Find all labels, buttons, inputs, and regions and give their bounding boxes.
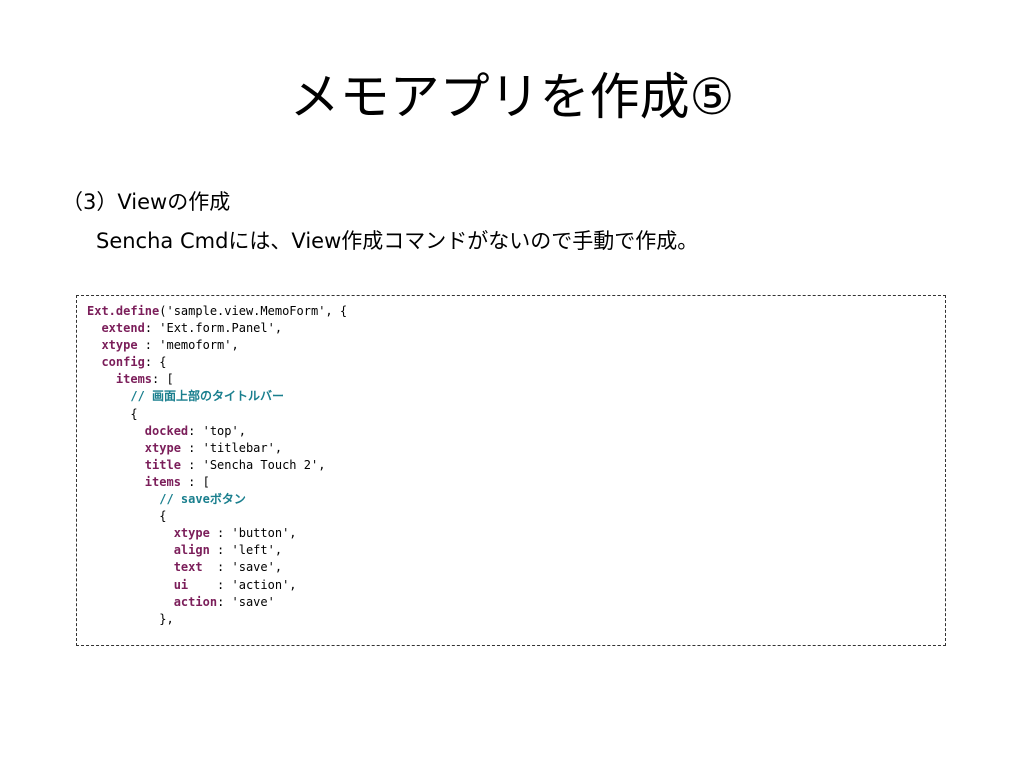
code-comment: // 画面上部のタイトルバー: [130, 389, 285, 404]
code-indent: [87, 509, 159, 523]
code-indent: [87, 407, 130, 421]
code-keyword: action: [173, 594, 218, 609]
code-keyword: items: [144, 474, 181, 489]
code-indent: [87, 372, 116, 386]
code-indent: [87, 338, 101, 352]
code-keyword: xtype: [144, 440, 181, 455]
code-line: xtype : 'button',: [87, 525, 347, 542]
code-line: config: {: [87, 354, 347, 371]
code-keyword: title: [144, 457, 181, 472]
code-line: extend: 'Ext.form.Panel',: [87, 320, 347, 337]
code-line: xtype : 'memoform',: [87, 337, 347, 354]
code-text: },: [159, 611, 174, 626]
code-text: {: [159, 509, 167, 524]
code-indent: [87, 441, 145, 455]
code-text: : 'top',: [188, 423, 246, 438]
code-text: : {: [144, 355, 167, 370]
code-text: : 'Sencha Touch 2',: [180, 457, 326, 472]
code-indent: [87, 595, 174, 609]
code-line: items : [: [87, 474, 347, 491]
code-indent: [87, 475, 145, 489]
code-text: : 'action',: [188, 577, 297, 592]
code-text: : [: [180, 474, 210, 489]
code-keyword: text: [173, 560, 203, 575]
code-text: : 'Ext.form.Panel',: [144, 321, 283, 336]
code-line: align : 'left',: [87, 542, 347, 559]
code-text: : 'save',: [202, 560, 283, 575]
code-listing: Ext.define('sample.view.MemoForm', { ext…: [87, 303, 347, 628]
code-keyword: docked: [144, 423, 189, 438]
code-line: docked: 'top',: [87, 423, 347, 440]
code-comment: // saveボタン: [159, 492, 246, 507]
code-text: : 'titlebar',: [180, 440, 283, 455]
code-keyword: items: [115, 372, 153, 387]
code-text: : [: [152, 372, 174, 387]
code-line: title : 'Sencha Touch 2',: [87, 457, 347, 474]
code-keyword: config: [101, 355, 145, 370]
code-keyword: align: [173, 543, 210, 558]
code-line: },: [87, 611, 347, 628]
code-line: // saveボタン: [87, 491, 347, 508]
code-line: items: [: [87, 371, 347, 388]
code-indent: [87, 321, 101, 335]
section-heading: （3）Viewの作成: [62, 190, 231, 214]
code-indent: [87, 424, 145, 438]
code-text: ('sample.view.MemoForm', {: [159, 304, 348, 318]
code-line: xtype : 'titlebar',: [87, 440, 347, 457]
code-text: : 'memoform',: [137, 338, 239, 353]
code-block: Ext.define('sample.view.MemoForm', { ext…: [76, 295, 946, 646]
code-text: {: [130, 406, 138, 421]
code-indent: [87, 612, 159, 626]
code-line: text : 'save',: [87, 559, 347, 576]
code-indent: [87, 578, 174, 592]
code-line: // 画面上部のタイトルバー: [87, 388, 347, 405]
code-line: ui : 'action',: [87, 577, 347, 594]
code-indent: [87, 526, 174, 540]
code-text: : 'save': [217, 594, 275, 609]
code-indent: [87, 560, 174, 574]
code-indent: [87, 458, 145, 472]
code-indent: [87, 492, 159, 506]
section-description: Sencha Cmdには、View作成コマンドがないので手動で作成。: [96, 229, 699, 253]
code-line: {: [87, 508, 347, 525]
code-keyword: xtype: [173, 526, 210, 541]
code-line: action: 'save': [87, 594, 347, 611]
code-indent: [87, 389, 130, 403]
code-line: Ext.define('sample.view.MemoForm', {: [87, 303, 347, 320]
code-indent: [87, 355, 101, 369]
code-text: : 'left',: [209, 543, 283, 558]
code-keyword: xtype: [101, 338, 138, 353]
code-keyword: Ext.define: [87, 304, 160, 318]
code-text: : 'button',: [209, 526, 297, 541]
slide-title: メモアプリを作成⑤: [289, 68, 735, 126]
code-keyword: ui: [173, 577, 189, 592]
code-indent: [87, 543, 174, 557]
code-line: {: [87, 406, 347, 423]
code-keyword: extend: [101, 321, 145, 336]
